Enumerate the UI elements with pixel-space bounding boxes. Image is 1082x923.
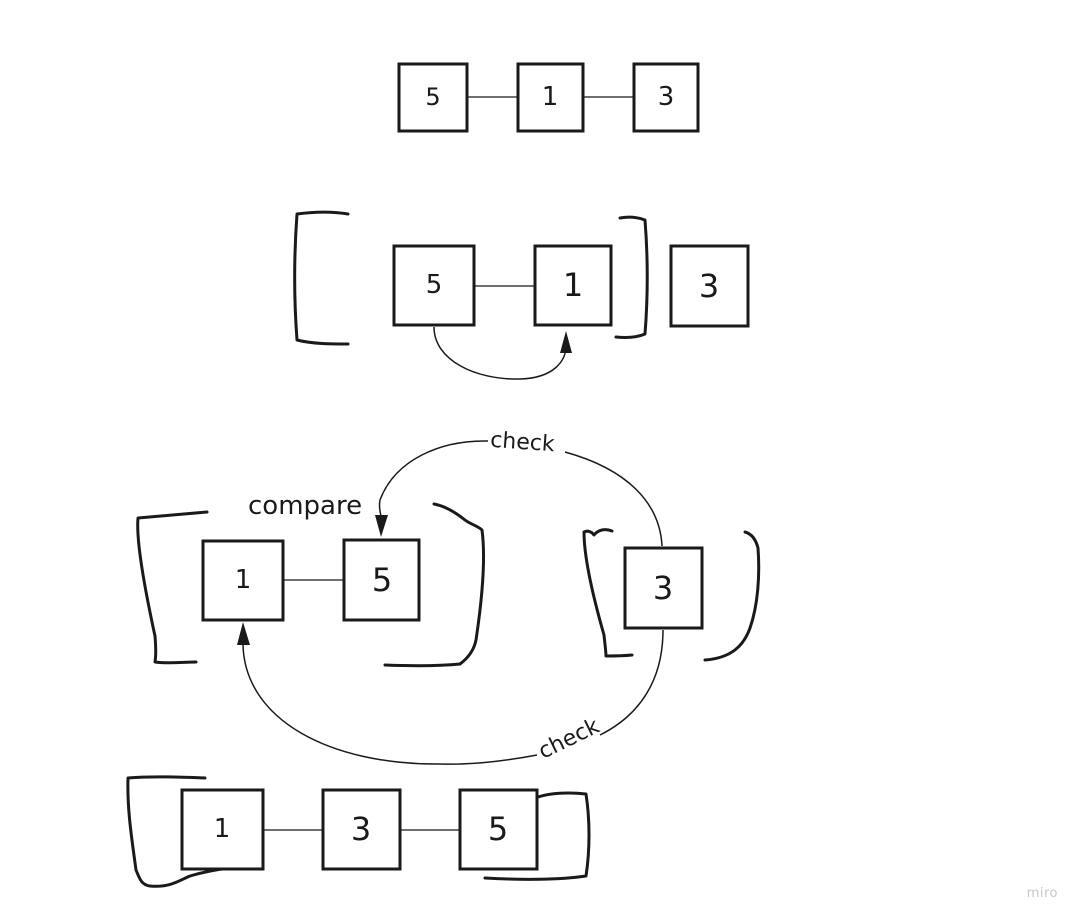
miro-watermark: miro bbox=[1026, 886, 1058, 901]
node: 5 bbox=[458, 788, 539, 871]
node: 3 bbox=[669, 244, 750, 328]
node-value: 1 bbox=[563, 266, 583, 304]
row-3-merge: 1 5 3 check compare check bbox=[136, 428, 761, 765]
arrowhead bbox=[560, 331, 572, 353]
node-value: 3 bbox=[658, 82, 675, 112]
arrowhead bbox=[237, 622, 250, 645]
row-2-split: 5 1 3 bbox=[293, 210, 750, 380]
node-value: 1 bbox=[542, 82, 559, 112]
left-bracket bbox=[582, 528, 634, 658]
check-arc-top-right bbox=[564, 451, 663, 547]
check-arc-bottom-right bbox=[599, 629, 664, 736]
node: 1 bbox=[201, 539, 285, 622]
check-arc-top-left bbox=[378, 440, 489, 517]
node: 1 bbox=[533, 244, 613, 327]
node-value: 5 bbox=[488, 810, 508, 848]
node-value: 1 bbox=[214, 814, 231, 844]
node-value: 5 bbox=[372, 561, 392, 599]
node: 1 bbox=[180, 788, 265, 871]
node-value: 1 bbox=[235, 565, 252, 595]
right-bracket bbox=[614, 215, 649, 340]
left-bracket bbox=[293, 210, 350, 346]
node-value: 3 bbox=[351, 810, 371, 848]
node: 3 bbox=[623, 546, 704, 630]
node: 3 bbox=[321, 788, 402, 871]
row-1-linked-list: 5 1 3 bbox=[397, 62, 700, 133]
node: 5 bbox=[397, 62, 469, 133]
right-bracket bbox=[483, 791, 591, 881]
arrowhead bbox=[375, 515, 388, 537]
right-bracket bbox=[703, 530, 761, 662]
check-label-bottom: check bbox=[535, 714, 604, 765]
check-arc-bottom-left bbox=[242, 644, 538, 765]
node-value: 3 bbox=[699, 267, 719, 305]
node: 5 bbox=[342, 538, 421, 622]
right-bracket bbox=[383, 502, 486, 668]
node-value: 5 bbox=[426, 270, 443, 300]
node: 5 bbox=[392, 244, 476, 327]
check-label-top: check bbox=[489, 428, 555, 457]
left-bracket bbox=[126, 775, 232, 888]
node-value: 3 bbox=[653, 569, 673, 607]
node: 3 bbox=[632, 62, 700, 133]
swap-arrow bbox=[433, 326, 567, 380]
row-4-merged: 1 3 5 bbox=[126, 775, 591, 888]
node: 1 bbox=[516, 62, 585, 133]
compare-label: compare bbox=[248, 491, 362, 521]
node-value: 5 bbox=[425, 83, 440, 111]
left-bracket bbox=[136, 510, 209, 665]
